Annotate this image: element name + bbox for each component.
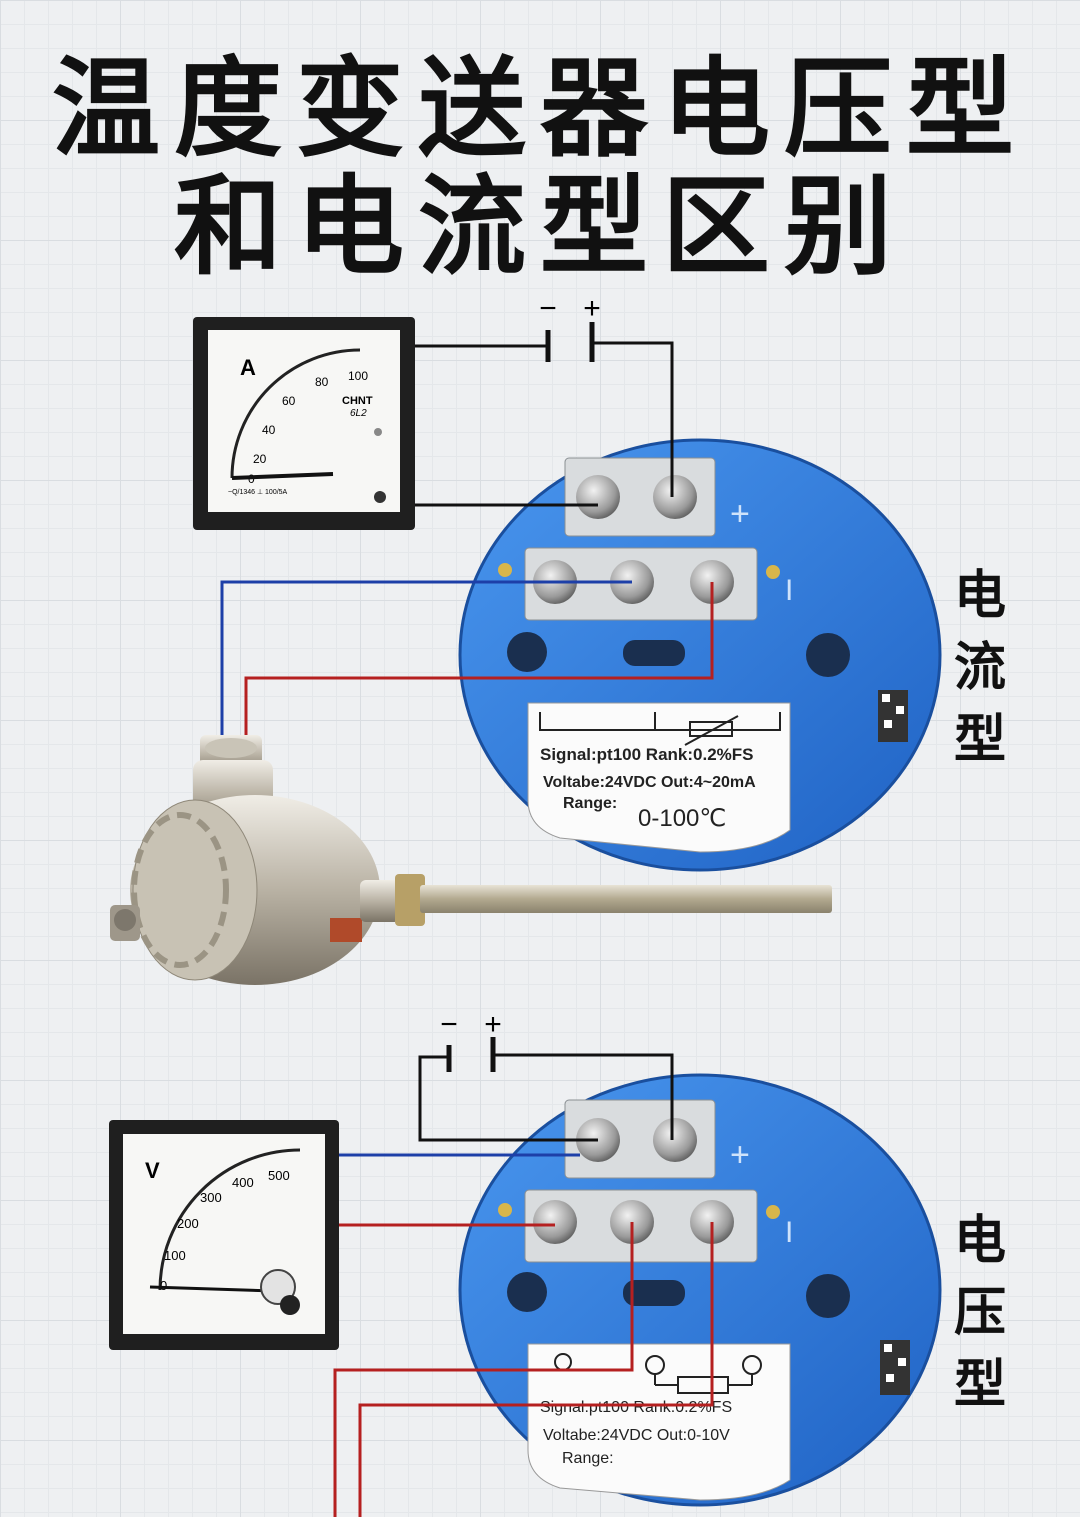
ammeter-unit: A xyxy=(240,355,256,380)
voltage-signal-text: Signal:pt100 Rank:0.2%FS xyxy=(540,1399,732,1416)
label-current-char: 流 xyxy=(953,638,1006,698)
voltmeter-unit: V xyxy=(145,1158,160,1183)
label-current-type: 电 流 型 xyxy=(945,560,1015,776)
ammeter-model: 6L2 xyxy=(350,408,367,419)
label-voltage-char: 型 xyxy=(953,1355,1006,1415)
title-line-1: 温度变送器电压型 xyxy=(51,47,1028,172)
label-current-char: 型 xyxy=(953,710,1006,770)
ammeter-scale-100: 100 xyxy=(348,369,368,383)
title-line-2: 和电流型区别 xyxy=(173,165,906,290)
voltmeter-scale-0: 0 xyxy=(160,1278,167,1293)
label-voltage-type: 电 压 型 xyxy=(945,1205,1015,1421)
ammeter-brand: CHNT xyxy=(342,395,373,407)
terminal-screw xyxy=(576,475,620,519)
bottom-terminal-i-mark: I xyxy=(785,1216,793,1249)
bottom-terminal-plus-mark: + xyxy=(730,1136,750,1174)
ammeter-scale-40: 40 xyxy=(262,423,276,437)
voltmeter-scale-400: 400 xyxy=(232,1175,254,1190)
terminal-screw xyxy=(653,1118,697,1162)
voltmeter: V 0 100 200 300 400 500 xyxy=(109,1120,339,1350)
voltmeter-scale-200: 200 xyxy=(177,1216,199,1231)
terminal-screw xyxy=(653,475,697,519)
ammeter-footer: ~Q/1346 ⊥ 100/5A xyxy=(228,489,288,496)
voltage-wiring xyxy=(333,1053,714,1517)
label-voltage-char: 压 xyxy=(953,1283,1006,1343)
voltage-voltage-text: Voltabe:24VDC Out:0-10V xyxy=(543,1427,730,1444)
battery-top: − + xyxy=(539,292,601,362)
ammeter-scale-80: 80 xyxy=(315,375,329,389)
current-range-value: 0-100℃ xyxy=(638,805,726,832)
battery-top-plus: + xyxy=(583,292,601,325)
voltmeter-scale-300: 300 xyxy=(200,1190,222,1205)
top-terminal-i-mark: I xyxy=(785,574,793,607)
battery-bottom-minus: − xyxy=(440,1008,458,1041)
ammeter-scale-60: 60 xyxy=(282,394,296,408)
current-voltage-text: Voltabe:24VDC Out:4~20mA xyxy=(543,774,756,791)
top-terminal-plus-mark: + xyxy=(730,495,750,533)
ammeter-scale-20: 20 xyxy=(253,452,267,466)
voltmeter-scale-500: 500 xyxy=(268,1168,290,1183)
battery-top-minus: − xyxy=(539,292,557,325)
current-range-label: Range: xyxy=(563,795,617,812)
ammeter: A 0 20 40 60 80 100 CHNT 6L2 ~Q/1346 ⊥ 1… xyxy=(193,317,415,530)
temperature-sensor xyxy=(110,735,832,985)
battery-bottom: − + xyxy=(440,1008,502,1072)
voltage-transmitter: + I Signal:pt100 Rank:0.2%FS Voltabe:24V… xyxy=(458,1073,942,1507)
label-current-char: 电 xyxy=(953,566,1006,626)
voltmeter-scale-100: 100 xyxy=(164,1248,186,1263)
label-voltage-char: 电 xyxy=(953,1211,1006,1271)
terminal-screw xyxy=(533,1200,577,1244)
battery-bottom-plus: + xyxy=(484,1008,502,1041)
current-signal-text: Signal:pt100 Rank:0.2%FS xyxy=(540,745,754,764)
current-transmitter: + I Signal:pt100 Rank:0.2%FS Voltabe:24V… xyxy=(458,438,942,872)
voltage-range-label: Range: xyxy=(562,1450,614,1467)
current-wiring xyxy=(220,341,714,740)
